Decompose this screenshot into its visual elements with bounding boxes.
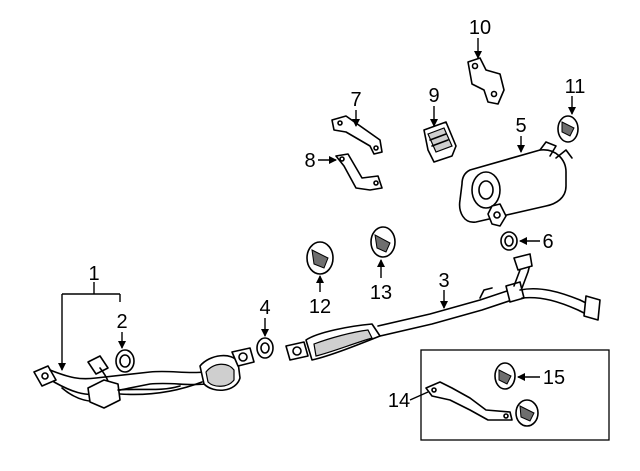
- leader-lines: [58, 38, 576, 401]
- hanger-13: [370, 226, 396, 258]
- callout-14: 14: [388, 390, 410, 412]
- gasket-6: [500, 231, 518, 251]
- inset-box: [420, 349, 610, 441]
- callout-13: 13: [370, 282, 392, 304]
- callout-11: 11: [565, 76, 586, 98]
- bracket-10: [467, 57, 505, 105]
- callout-3: 3: [438, 270, 449, 292]
- center-exhaust-pipe: [285, 253, 601, 361]
- front-exhaust-pipe: [33, 347, 255, 409]
- hanger-15: [494, 362, 516, 390]
- callout-4: 4: [259, 297, 270, 319]
- hanger-12: [306, 241, 334, 275]
- callout-5: 5: [515, 115, 526, 137]
- callout-labels: 1 2 3 4 5 6 7 8 9 10 11 12 13 14 15: [88, 17, 585, 412]
- gasket-2: [115, 349, 135, 373]
- heat-shield: [423, 121, 457, 163]
- callout-12: 12: [309, 296, 331, 318]
- callout-9: 9: [428, 85, 439, 107]
- inset-hanger: [515, 399, 539, 427]
- bracket-8: [335, 153, 383, 191]
- callout-8: 8: [304, 150, 315, 172]
- callout-1: 1: [88, 263, 99, 285]
- callout-15: 15: [543, 367, 565, 389]
- hanger-11: [557, 115, 579, 143]
- bracket-14: [425, 381, 513, 421]
- bracket-7: [331, 115, 383, 155]
- callout-10: 10: [469, 17, 491, 39]
- callout-2: 2: [116, 311, 127, 333]
- muffler: [458, 141, 573, 227]
- gasket-4: [256, 337, 274, 359]
- callout-7: 7: [350, 89, 361, 111]
- callout-6: 6: [542, 231, 553, 253]
